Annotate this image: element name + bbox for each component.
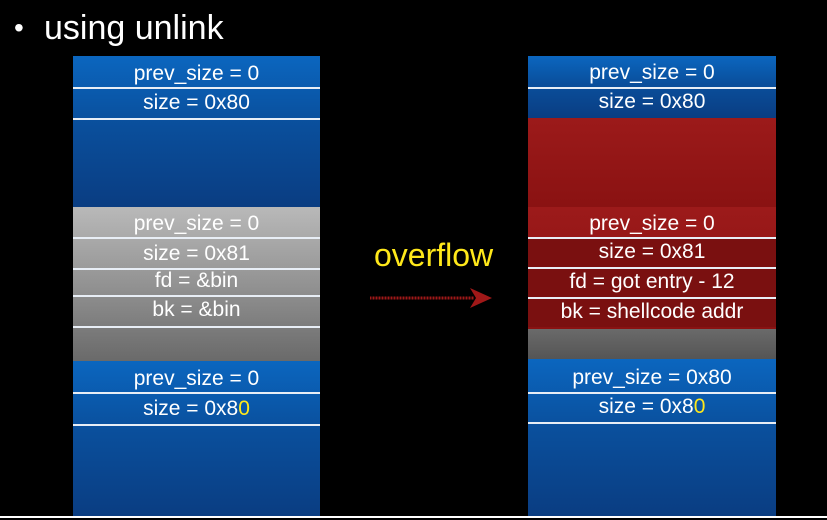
right-chunk-3: prev_size = 0x80 size = 0x80: [528, 359, 776, 516]
left-chunk-2-fd: fd = &bin: [154, 269, 239, 292]
right-chunk-1-prev-size: prev_size = 0: [589, 61, 715, 84]
overflow-label: overflow: [374, 237, 494, 273]
right-chunk-2-remainder: [528, 329, 776, 359]
right-chunk-3-prev-size: prev_size = 0x80: [572, 366, 732, 389]
right-chunk-3-size-prefix: size = 0x8: [598, 395, 694, 418]
left-chunk-2-size: size = 0x81: [143, 242, 250, 265]
left-chunk-1-size: size = 0x80: [143, 91, 250, 114]
left-chunk-3-size: size = 0x80: [73, 396, 320, 422]
divider: [528, 422, 776, 424]
bullet-heading: • using unlink: [14, 6, 224, 50]
right-chunk-2-size: size = 0x81: [528, 239, 776, 267]
left-chunk-1: prev_size = 0 size = 0x80: [73, 56, 320, 207]
left-chunk-3: prev_size = 0 size = 0x80: [73, 361, 320, 516]
right-chunk-2: prev_size = 0 size = 0x81 fd = got entry…: [528, 207, 776, 329]
left-chunk-2-bk: bk = &bin: [152, 298, 241, 321]
right-chunk-2-fd: fd = got entry - 12: [528, 269, 776, 297]
right-heap-column: prev_size = 0 size = 0x80 prev_size = 0 …: [528, 56, 776, 516]
left-chunk-1-prev-size: prev_size = 0: [133, 62, 260, 85]
bullet-dot: •: [14, 12, 24, 43]
right-chunk-3-size-highlight: 0: [693, 395, 706, 418]
divider: [73, 424, 320, 426]
divider: [73, 237, 320, 239]
right-overflow-region: [528, 118, 776, 207]
divider: [73, 118, 320, 120]
left-chunk-2-prev-size: prev_size = 0: [133, 212, 260, 235]
divider: [528, 237, 776, 239]
left-heap-column: prev_size = 0 size = 0x80 prev_size = 0 …: [73, 56, 320, 516]
divider: [73, 87, 320, 89]
divider: [73, 295, 320, 297]
bottom-rule: [0, 516, 827, 518]
divider: [528, 267, 776, 269]
right-chunk-2-bk: bk = shellcode addr: [528, 299, 776, 327]
right-chunk-1-size: size = 0x80: [598, 90, 706, 113]
left-chunk-3-size-prefix: size = 0x8: [143, 397, 239, 420]
divider: [73, 326, 320, 328]
divider: [73, 392, 320, 394]
overflow-arrow-icon: [370, 288, 492, 308]
left-chunk-2: prev_size = 0 size = 0x81 fd = &bin bk =…: [73, 207, 320, 361]
divider: [73, 268, 320, 270]
left-chunk-3-size-highlight: 0: [238, 397, 250, 420]
right-chunk-2-prev-size: prev_size = 0: [589, 212, 715, 235]
divider: [528, 87, 776, 89]
right-chunk-1: prev_size = 0 size = 0x80: [528, 56, 776, 118]
divider: [528, 392, 776, 394]
right-chunk-3-size: size = 0x80: [528, 394, 776, 420]
heading-text: using unlink: [44, 9, 224, 47]
left-chunk-3-prev-size: prev_size = 0: [133, 367, 260, 390]
divider: [528, 297, 776, 299]
